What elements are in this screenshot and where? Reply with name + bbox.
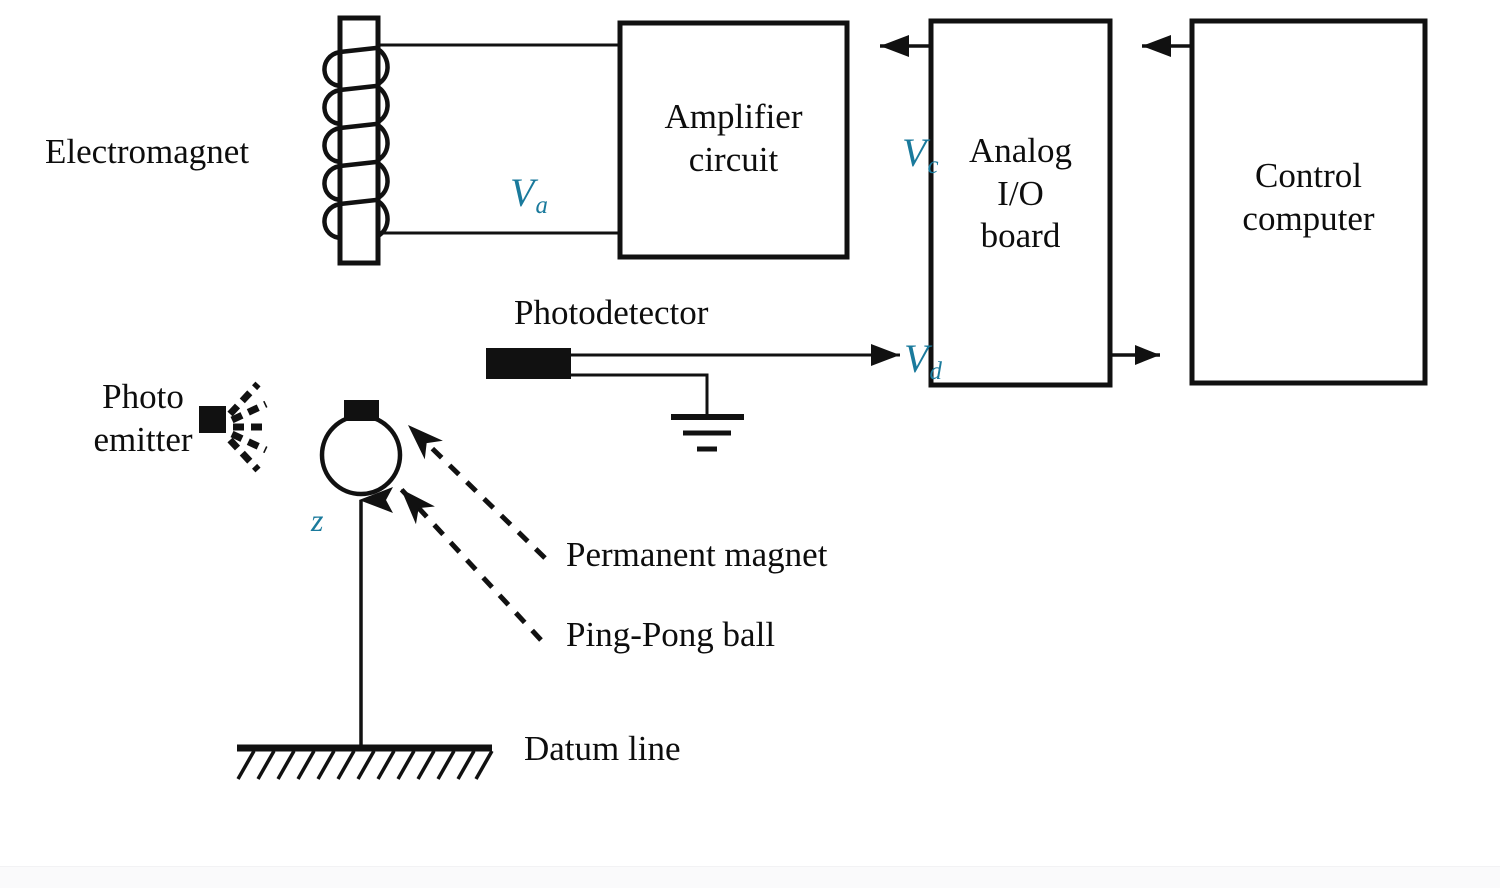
signal-vd-sub: d [929, 357, 942, 385]
ping-pong-ball-label: Ping-Pong ball [566, 615, 776, 654]
signal-label-va: Va [470, 122, 548, 267]
electromagnet-label: Electromagnet [45, 132, 250, 171]
leader-ping-pong-ball [399, 487, 543, 642]
amplifier-circuit-box [617, 20, 850, 260]
leader-permanent-magnet [406, 423, 547, 560]
emitter-light-rays [227, 381, 268, 473]
photodetector-body [486, 348, 571, 379]
photodetector-label: Photodetector [514, 293, 709, 332]
ball-assembly [319, 400, 403, 497]
ground-icon [671, 414, 744, 452]
datum-line-group [236, 744, 494, 780]
wire-photodetector-ground [569, 373, 709, 417]
signal-label-vc: Vc [862, 82, 938, 227]
signal-label-vd: Vd [864, 288, 942, 433]
signal-vd-base: V [904, 336, 929, 381]
photodetector-group [486, 344, 900, 452]
datum-hatching [236, 750, 494, 780]
datum-line-label: Datum line [524, 729, 681, 768]
signal-vc-base: V [902, 130, 927, 175]
photo-emitter-group [199, 381, 268, 473]
leader-lines [399, 423, 547, 642]
signal-label-z: z [311, 502, 324, 538]
photo-emitter-body [199, 406, 226, 433]
electromagnet-group [322, 15, 390, 266]
electromagnet-core [337, 15, 381, 266]
signal-va-sub: a [535, 191, 548, 219]
permanent-magnet-block [344, 400, 379, 421]
coil-front-passes [337, 45, 379, 207]
page-bottom-band [0, 866, 1500, 888]
signal-va-base: V [510, 170, 535, 215]
control-computer-box [1189, 18, 1428, 386]
signal-vc-sub: c [927, 151, 939, 179]
ping-pong-ball [319, 413, 403, 497]
permanent-magnet-label: Permanent magnet [566, 535, 828, 574]
analog-io-board-box [928, 18, 1113, 388]
